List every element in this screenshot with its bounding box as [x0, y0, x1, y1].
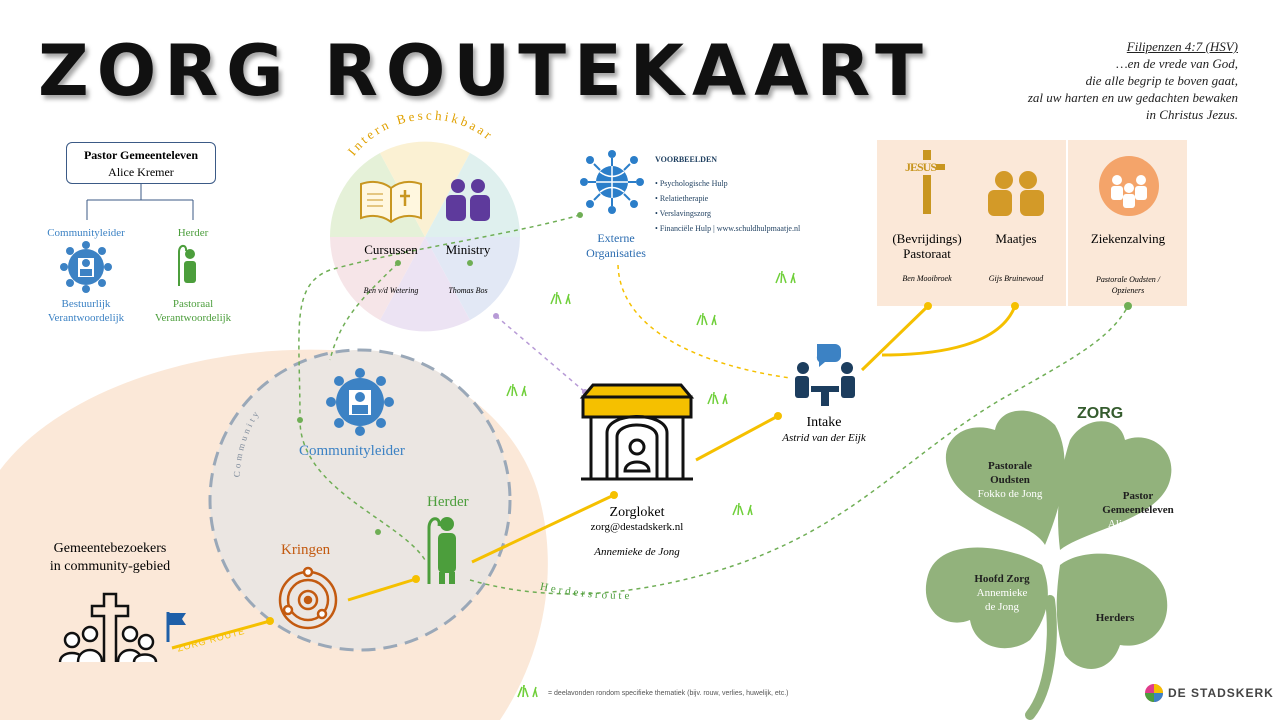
church-visitors-icon	[58, 592, 158, 663]
service-person-2: Gijs Bruinewoud	[988, 274, 1044, 283]
service-person-3: Pastorale Oudsten / Opzieners	[1075, 274, 1181, 296]
service-person-3a: Pastorale Oudsten /	[1096, 275, 1160, 284]
org-left-desc: Bestuurlijk Verantwoordelijk	[26, 297, 146, 325]
org-head-role: Pastor Gemeenteleven	[83, 148, 199, 162]
org-right-desc-1: Pastoraal	[172, 298, 214, 310]
org-left-desc-1: Bestuurlijk	[61, 298, 111, 310]
flag-icon	[166, 612, 186, 642]
leaf3-line3: de Jong	[985, 601, 1019, 613]
ziekenzalving-icon	[1099, 156, 1159, 216]
org-head-name: Alice Kremer	[108, 165, 174, 179]
service-pastoraat-2: Pastoraat	[903, 246, 951, 261]
example-item: • Financiële Hulp | www.schuldhulpmaatje…	[655, 224, 801, 233]
leaf3-line1: Hoofd Zorg	[974, 573, 1030, 585]
footnote: = deelavonden rondom specifieke thematie…	[548, 690, 789, 697]
clover-leaf-herders: Herders	[1095, 612, 1135, 624]
service-ziekenzalving: Ziekenzalving	[1090, 231, 1166, 246]
kringen-icon	[278, 566, 338, 630]
zorgloket-email: zorg@destadskerk.nl	[590, 521, 684, 533]
globe-network-icon	[580, 150, 644, 214]
stadskerk-logo-mark	[1145, 684, 1163, 702]
verse-line: in Christus Jezus.	[1145, 107, 1238, 122]
herders-route-lines	[298, 214, 1129, 595]
verse-line: …en de vrede van God,	[1116, 56, 1238, 71]
leaf1-line3: Fokko de Jong	[977, 488, 1043, 500]
org-right-role: Herder	[177, 227, 209, 239]
service-person-3b: Opzieners	[1111, 286, 1145, 295]
herder-big-icon	[427, 517, 456, 584]
leaf3-line2: Annemieke	[976, 587, 1028, 599]
leaf2-line3: Alice Kremer	[1107, 518, 1169, 530]
visitors-label-1: Gemeentebezoekers	[53, 541, 167, 556]
kringen-label: Kringen	[281, 542, 331, 558]
communityleider-label: Communityleider	[299, 443, 405, 459]
extern-label: Externe Organisaties	[566, 231, 666, 261]
clover-leaf-pastor: Pastor Gemeenteleven Alice Kremer	[1083, 489, 1193, 531]
intern-item-cursussen: Cursussen	[364, 242, 418, 257]
communityleider-big-icon	[326, 368, 394, 436]
herder-icon	[178, 244, 196, 286]
clover-leaf-oudsten: Pastorale Oudsten Fokko de Jong	[965, 459, 1055, 501]
example-item: • Relatietherapie	[655, 194, 709, 203]
org-left-role: Communityleider	[47, 227, 125, 239]
ministry-icon	[446, 179, 490, 221]
grass-marks	[506, 270, 796, 698]
clover-leaf-hoofd-zorg: Hoofd Zorg Annemieke de Jong	[957, 572, 1047, 614]
example-item: • Psychologische Hulp	[655, 179, 728, 188]
leaf2-line2: Gemeenteleven	[1102, 504, 1174, 516]
leaf1-line1: Pastorale	[988, 460, 1032, 472]
verse-line: zal uw harten en uw gedachten bewaken	[1027, 90, 1238, 105]
intake-person: Astrid van der Eijk	[782, 432, 866, 444]
service-pastoraat-1: (Bevrijdings)	[892, 231, 962, 246]
verse-reference: Filipenzen 4:7 (HSV)	[1126, 39, 1238, 54]
org-head-box: Pastor Gemeenteleven Alice Kremer	[66, 142, 216, 184]
org-right-desc-2: Verantwoordelijk	[154, 312, 232, 324]
community-circle	[208, 348, 512, 652]
stadskerk-logo: DE STADSKERK	[1168, 686, 1274, 700]
extern-label-1: Externe	[597, 231, 635, 245]
route-dots	[266, 302, 1019, 625]
examples-title: VOORBEELDEN	[655, 155, 718, 164]
intake-label: Intake	[806, 415, 842, 430]
intern-item-ministry: Ministry	[445, 242, 491, 257]
herders-route-label: Herdersroute	[539, 581, 632, 602]
leaf1-line2: Oudsten	[990, 474, 1030, 486]
herder-label: Herder	[427, 494, 469, 510]
visitors-label: Gemeentebezoekers in community-gebied	[20, 540, 200, 576]
intern-person-1: Ben v/d Wetering	[363, 286, 419, 295]
service-pastoraat: (Bevrijdings) Pastoraat	[877, 231, 977, 261]
extern-link	[617, 264, 791, 379]
leaf2-line1: Pastor	[1122, 490, 1154, 502]
maatjes-icon	[988, 171, 1044, 216]
examples-list: • Psychologische Hulp • Relatietherapie …	[655, 176, 800, 236]
service-maatjes: Maatjes	[995, 231, 1037, 246]
service-person-1: Ben Mooibroek	[902, 274, 952, 283]
bible-verse: Filipenzen 4:7 (HSV) …en de vrede van Go…	[1028, 38, 1238, 123]
org-left-desc-2: Verantwoordelijk	[47, 312, 125, 324]
jesus-icon-text: JESUS	[905, 160, 937, 175]
page-title: ZORG ROUTEKAART	[38, 30, 931, 112]
example-item: • Verslavingszorg	[655, 209, 712, 218]
org-right-desc: Pastoraal Verantwoordelijk	[133, 297, 253, 325]
zorg-clover	[925, 410, 1172, 669]
zorg-route-lines	[171, 304, 1017, 650]
extern-label-2: Organisaties	[586, 246, 646, 260]
zorgloket-icon	[579, 383, 695, 481]
intern-link	[495, 315, 586, 393]
visitors-label-2: in community-gebied	[49, 559, 171, 574]
org-lines	[86, 184, 194, 220]
verse-line: die alle begrip te boven gaat,	[1085, 73, 1238, 88]
clover-title: ZORG	[1077, 405, 1124, 422]
zorgloket-person: Annemieke de Jong	[594, 546, 680, 558]
communityleider-icon	[60, 241, 112, 293]
zorgloket-label: Zorgloket	[609, 505, 665, 520]
intake-icon	[795, 344, 855, 406]
intern-person-2: Thomas Bos	[448, 286, 488, 295]
bible-icon	[360, 180, 422, 224]
